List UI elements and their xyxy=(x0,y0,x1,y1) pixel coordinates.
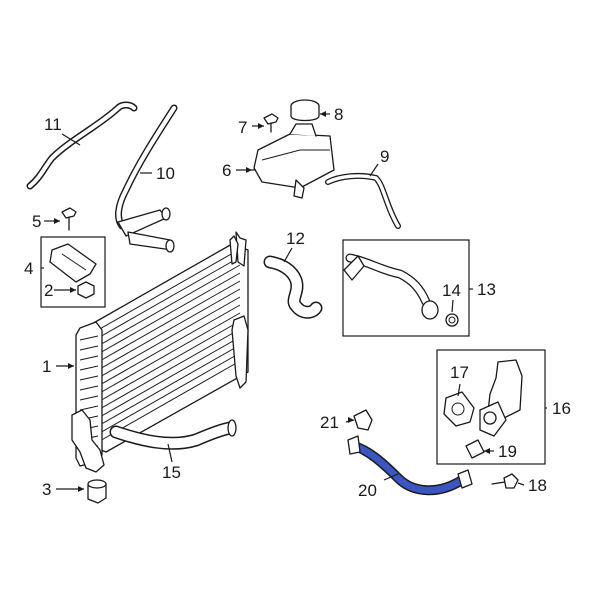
callout-14: 14 xyxy=(442,281,461,300)
callout-19: 19 xyxy=(498,442,517,461)
radiator[interactable] xyxy=(71,231,249,473)
highlighted-hose-20[interactable] xyxy=(347,435,473,496)
callout-2: 2 xyxy=(44,281,53,300)
callout-17: 17 xyxy=(450,363,469,382)
callout-labels: 1 2 3 4 5 6 7 8 9 10 11 12 13 14 15 16 1… xyxy=(24,105,571,500)
callout-18: 18 xyxy=(528,476,547,495)
callout-box-4 xyxy=(40,236,106,308)
callout-1: 1 xyxy=(42,357,51,376)
arrowheads xyxy=(54,111,490,492)
connector-21[interactable] xyxy=(353,409,373,431)
callout-10: 10 xyxy=(156,164,175,183)
hose-9[interactable] xyxy=(325,172,401,229)
callout-12: 12 xyxy=(286,229,305,248)
hose-11[interactable] xyxy=(26,101,138,190)
callout-6: 6 xyxy=(222,161,231,180)
hose-15[interactable] xyxy=(109,419,237,450)
bolt-18[interactable] xyxy=(491,473,519,489)
callout-21: 21 xyxy=(320,413,339,432)
coolant-pipe[interactable] xyxy=(343,253,439,320)
bolt-5[interactable] xyxy=(61,207,77,231)
hose-12[interactable] xyxy=(263,255,323,319)
callout-8: 8 xyxy=(334,105,343,124)
bolt-7[interactable] xyxy=(263,113,279,133)
sensor-19[interactable] xyxy=(465,439,485,459)
callout-3: 3 xyxy=(42,480,51,499)
callout-11: 11 xyxy=(44,115,62,134)
callout-20: 20 xyxy=(358,481,377,500)
callout-5: 5 xyxy=(32,212,41,231)
callout-9: 9 xyxy=(380,147,389,166)
drain-plug[interactable] xyxy=(87,479,107,504)
callout-16: 16 xyxy=(552,399,571,418)
air-deflector-with-seal[interactable] xyxy=(40,236,106,308)
thermostat-housing[interactable] xyxy=(479,359,523,437)
hose-10[interactable] xyxy=(115,104,178,253)
callout-box-13 xyxy=(342,239,470,337)
coolant-reservoir[interactable] xyxy=(253,123,335,199)
gasket-17[interactable] xyxy=(443,391,475,427)
callout-15: 15 xyxy=(162,463,181,482)
reservoir-cap[interactable] xyxy=(290,99,320,122)
o-ring-14[interactable] xyxy=(445,313,459,327)
callout-4: 4 xyxy=(24,259,33,278)
callout-box-16 xyxy=(436,349,546,465)
callout-7: 7 xyxy=(238,118,247,137)
callout-13: 13 xyxy=(477,280,496,299)
